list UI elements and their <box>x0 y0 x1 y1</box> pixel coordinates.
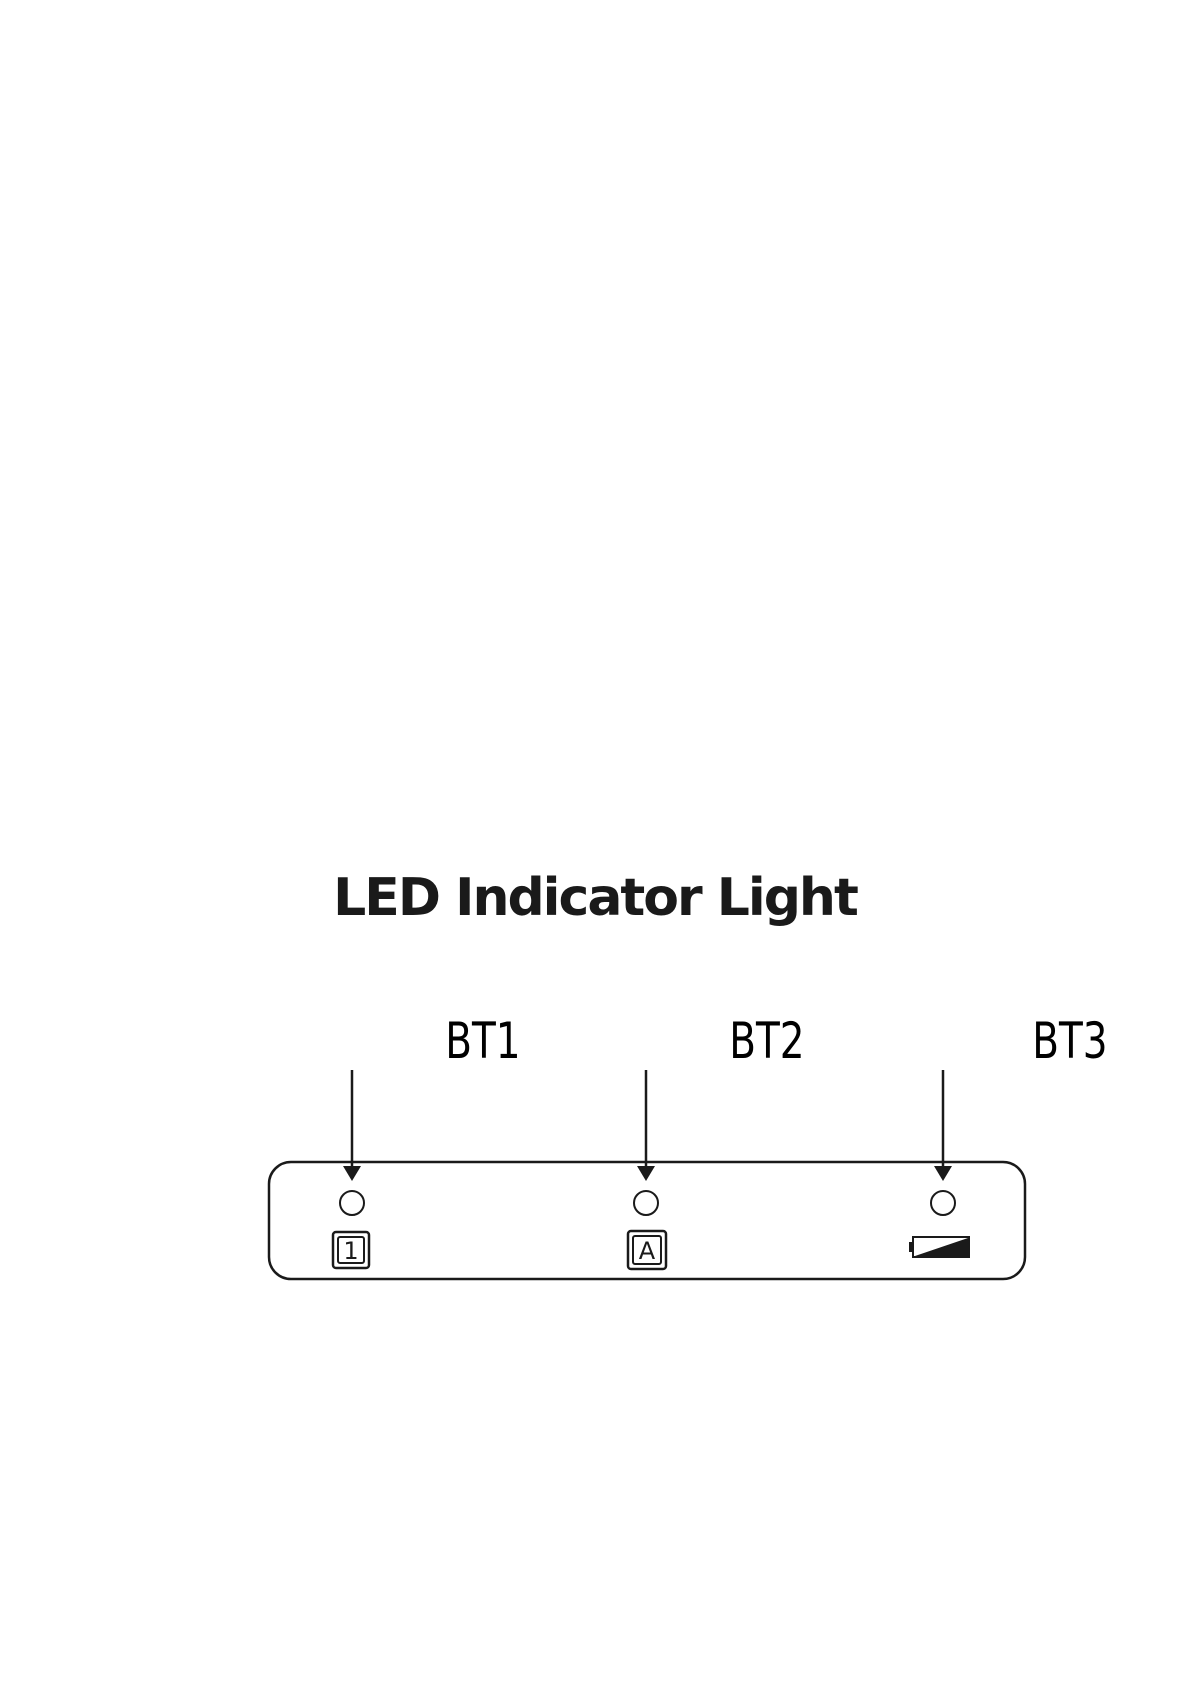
indicator-label-bt2: BT2 <box>729 1011 804 1070</box>
letter-a-key-icon: A <box>628 1231 666 1269</box>
digit-one-key-text: 1 <box>343 1237 358 1265</box>
pointer-arrows <box>343 1070 952 1181</box>
indicator-label-bt1: BT1 <box>445 1011 520 1070</box>
led-light-bt2 <box>634 1191 658 1215</box>
letter-a-key-text: A <box>639 1237 656 1265</box>
arrowhead-bt3 <box>934 1166 952 1181</box>
led-light-bt1 <box>340 1191 364 1215</box>
digit-one-key-icon: 1 <box>333 1232 369 1268</box>
arrowhead-bt1 <box>343 1166 361 1181</box>
led-light-bt3 <box>931 1191 955 1215</box>
indicator-label-bt3: BT3 <box>1032 1011 1107 1070</box>
arrowhead-bt2 <box>637 1166 655 1181</box>
battery-icon <box>909 1237 969 1257</box>
